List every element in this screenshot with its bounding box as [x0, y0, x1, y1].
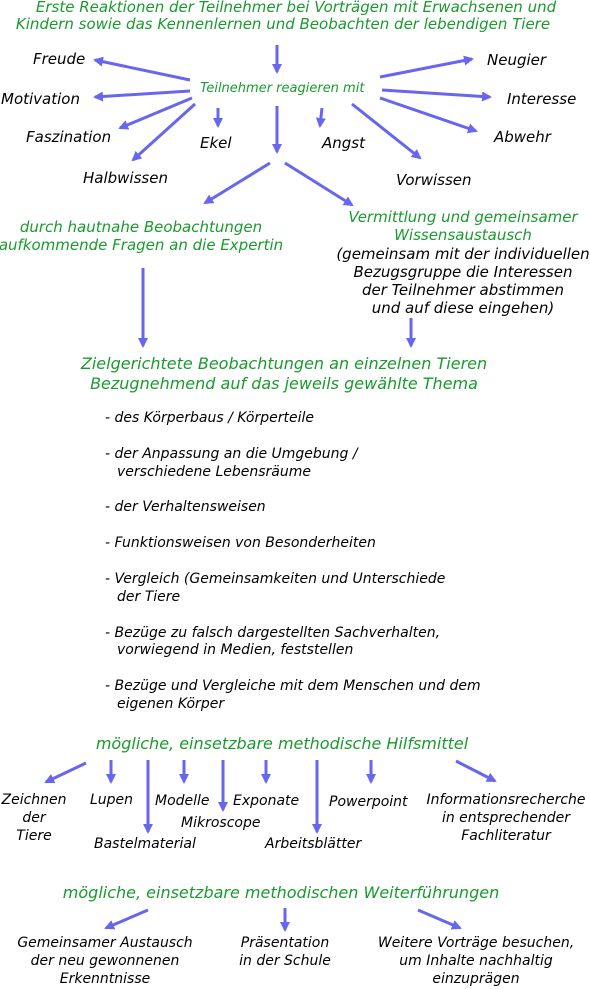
observation-item: - des Körperbaus / Körperteile [105, 410, 315, 426]
left-branch-line2: aufkommende Fragen an die Expertin [0, 236, 284, 254]
top-heading-line2: Kindern sowie das Kennenlernen und Beoba… [15, 15, 551, 33]
right-branch-note3: der Teilnehmer abstimmen [361, 281, 565, 299]
reaction-ekel: Ekel [200, 134, 232, 152]
arrow-to-freude [93, 56, 191, 82]
followup-vortraege-line2: um Inhalte nachhaltig [399, 953, 553, 969]
followup-austausch-line3: Erkenntnisse [59, 971, 151, 987]
right-branch-note1: (gemeinsam mit der individuellen [336, 245, 590, 263]
reaction-vorwissen: Vorwissen [396, 171, 472, 189]
observation-item: - der Verhaltensweisen [105, 499, 266, 515]
method-info-line2: in entsprechender [441, 810, 571, 826]
followup-praesentation-line2: in der Schule [239, 953, 331, 969]
right-branch-line2: Wissensaustausch [394, 226, 532, 244]
followup-vortraege-line3: einzuprägen [432, 971, 520, 987]
arrow-to-angst [315, 107, 326, 128]
method-zeichnen-line3: Tiere [16, 828, 52, 844]
method-bastelmaterial: Bastelmaterial [94, 836, 196, 852]
arrow-to-motivation [93, 89, 191, 102]
reaction-faszination: Faszination [26, 128, 112, 146]
followup-vortraege-line1: Weitere Vorträge besuchen, [377, 935, 575, 951]
observation-item: - Funktionsweisen von Besonderheiten [105, 535, 376, 551]
right-branch-note4: und auf diese eingehen) [371, 299, 555, 317]
followup-praesentation-line1: Präsentation [240, 935, 330, 951]
reaction-freude: Freude [33, 50, 86, 68]
arrow-to-abwehr [379, 96, 478, 134]
followups-title: mögliche, einsetzbare methodischen Weite… [62, 883, 500, 902]
method-lupen: Lupen [90, 792, 134, 808]
method-info-line3: Fachliteratur [461, 828, 551, 844]
observation-item: - Bezüge und Vergleiche mit dem Menschen… [105, 678, 481, 694]
observation-item: - Bezüge zu falsch dargestellten Sachver… [105, 625, 441, 641]
arrow-to-faszination [118, 96, 193, 130]
reaction-interesse: Interesse [507, 90, 577, 108]
observation-item: verschiedene Lebensräume [117, 464, 311, 480]
observation-item: eigenen Körper [117, 696, 225, 712]
arrow-to-vorwissen [351, 102, 422, 160]
methods-title: mögliche, einsetzbare methodische Hilfsm… [95, 734, 469, 753]
method-info-line1: Informationsrecherche [426, 792, 586, 808]
observation-item: - der Anpassung an die Umgebung / [105, 446, 358, 462]
arrow-to-austausch [104, 908, 149, 930]
reaction-motivation: Motivation [1, 90, 80, 108]
observation-item: - Vergleich (Gemeinsamkeiten und Untersc… [105, 571, 446, 587]
reaction-abwehr: Abwehr [494, 128, 551, 146]
arrow-to-interesse [381, 88, 492, 102]
method-powerpoint: Powerpoint [329, 794, 408, 810]
left-branch-line1: durch hautnahe Beobachtungen [19, 218, 263, 236]
method-zeichnen-line1: Zeichnen [1, 792, 67, 808]
observation-title-line1: Zielgerichtete Beobachtungen an einzelne… [80, 354, 488, 373]
arrow-to-info [455, 759, 497, 783]
arrow-to-left-branch [203, 161, 271, 205]
method-arbeitsblaetter: Arbeitsblätter [265, 836, 362, 852]
arrow-to-neugier [379, 55, 474, 79]
observation-item: vorwiegend in Medien, feststellen [117, 642, 354, 658]
arrow-to-right-branch [284, 161, 354, 207]
method-exponate: Exponate [233, 793, 300, 809]
observation-item: der Tiere [117, 589, 181, 605]
arrow-to-vortraege [417, 908, 462, 930]
followup-austausch-line1: Gemeinsamer Austausch [17, 935, 193, 951]
reaction-angst: Angst [322, 134, 365, 152]
method-zeichnen-line2: der [22, 810, 46, 826]
arrow-to-halbwissen [131, 102, 197, 162]
reaction-neugier: Neugier [487, 51, 547, 69]
method-mikroscope: Mikroscope [181, 815, 261, 831]
method-modelle: Modelle [155, 793, 210, 809]
right-branch-line1: Vermittlung und gemeinsamer [348, 208, 578, 226]
center-label: Teilnehmer reagieren mit [200, 81, 365, 96]
top-heading-line1: Erste Reaktionen der Teilnehmer bei Vort… [35, 0, 557, 16]
observation-title-line2: Bezugnehmend auf das jeweils gewählte Th… [90, 374, 478, 393]
arrow-to-zeichnen [44, 761, 87, 784]
right-branch-note2: Bezugsgruppe die Interessen [353, 263, 573, 281]
followup-austausch-line2: der neu gewonnenen [30, 953, 180, 969]
reaction-halbwissen: Halbwissen [83, 169, 168, 187]
